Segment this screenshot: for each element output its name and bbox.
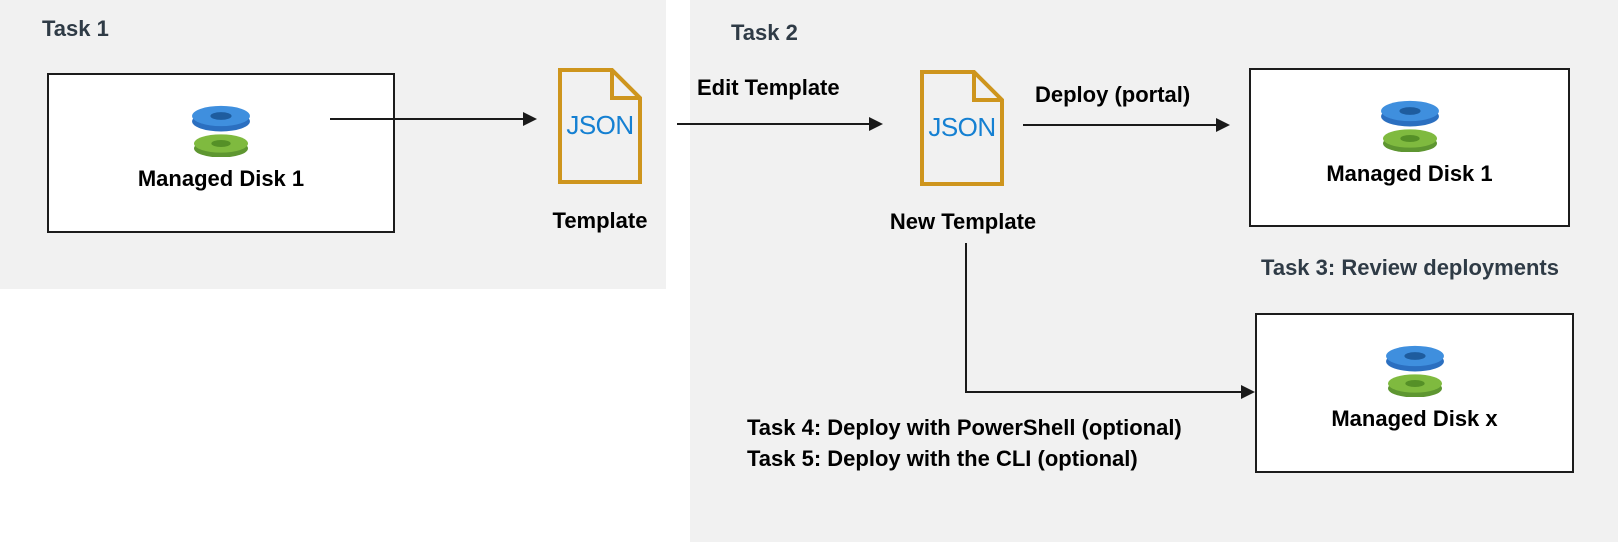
- managed-disk-1-deployed-box: Managed Disk 1: [1249, 68, 1570, 227]
- new-template-json-file-icon: JSON: [918, 68, 1006, 188]
- new-template-caption: New Template: [889, 209, 1037, 234]
- disk-box-label: Managed Disk x: [1331, 406, 1498, 431]
- json-page-outline: [558, 68, 642, 184]
- disk-to-template-arrow-head: [523, 112, 537, 126]
- managed-disk-1-source-box: Managed Disk 1: [47, 73, 395, 233]
- new-template-connector-vertical: [965, 243, 967, 393]
- new-template-connector-horizontal: [965, 391, 1242, 393]
- task3-heading: Task 3: Review deployments: [1261, 255, 1559, 280]
- new-template-connector-arrow-head: [1241, 385, 1255, 399]
- disk-to-template-arrow-line: [330, 118, 524, 120]
- template-caption: Template: [552, 208, 648, 233]
- edit-template-arrow-line: [677, 123, 870, 125]
- managed-disk-icon: [1380, 100, 1439, 152]
- task5-heading: Task 5: Deploy with the CLI (optional): [747, 446, 1138, 471]
- task1-heading: Task 1: [42, 16, 109, 41]
- managed-disk-x-box: Managed Disk x: [1255, 313, 1574, 473]
- json-file-label: JSON: [566, 110, 634, 140]
- task4-task5-labels: Task 4: Deploy with PowerShell (optional…: [747, 412, 1182, 474]
- json-page-outline: [920, 70, 1004, 186]
- template-json-file-icon: JSON: [556, 66, 644, 186]
- task4-heading: Task 4: Deploy with PowerShell (optional…: [747, 415, 1182, 440]
- deploy-portal-label: Deploy (portal): [1035, 82, 1191, 107]
- deploy-portal-arrow-head: [1216, 118, 1230, 132]
- json-file-label: JSON: [928, 112, 996, 142]
- edit-template-label: Edit Template: [697, 75, 840, 100]
- edit-template-arrow-head: [869, 117, 883, 131]
- deploy-portal-arrow-line: [1023, 124, 1217, 126]
- task2-heading: Task 2: [731, 20, 798, 45]
- managed-disk-icon: [1385, 345, 1444, 397]
- disk-box-label: Managed Disk 1: [137, 166, 305, 191]
- managed-disk-icon: [192, 105, 250, 157]
- disk-box-label: Managed Disk 1: [1326, 161, 1493, 186]
